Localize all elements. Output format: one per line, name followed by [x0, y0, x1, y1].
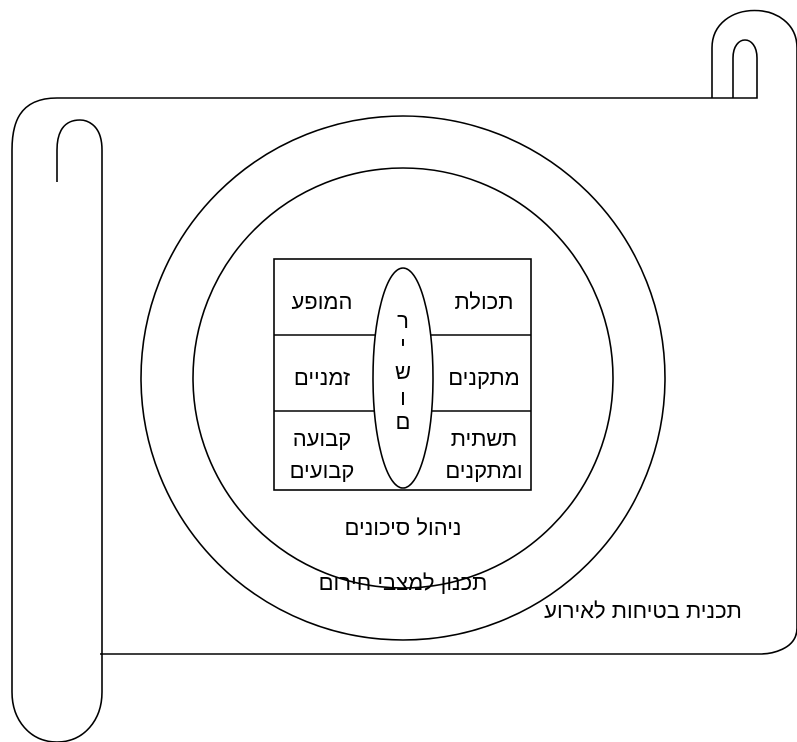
grid-cell-left-3-line-2: קבועים [290, 458, 355, 483]
inner-ring-label: ניהול סיכונים [345, 515, 462, 540]
grid-cell-right-1: תכולת [455, 289, 514, 314]
center-oval-letter: ם [396, 409, 411, 434]
grid-cell-left-1: המופע [292, 289, 353, 314]
scroll-top-right-curl-inner [712, 40, 757, 98]
scroll-top-right-curl [712, 11, 797, 629]
center-oval-letter: י [400, 332, 406, 357]
grid-cell-left-2: זמניים [294, 365, 350, 390]
grid-cell-right-2: מתקנים [448, 365, 520, 390]
grid-cell-right-3-line-1: תשתית [451, 426, 518, 451]
grid-right-column: תכולת מתקנים תשתית ומתקנים [445, 289, 522, 483]
outer-ring-label: תכנון למצבי חירום [319, 570, 488, 595]
center-oval-letter: ו [400, 385, 406, 410]
scroll-left-roll-inner [57, 120, 102, 182]
scroll-left-roll [12, 98, 102, 742]
grid-cell-right-3-line-2: ומתקנים [445, 458, 522, 483]
scroll-label: תכנית בטיחות לאירוע [544, 598, 742, 623]
center-oval-letter: ר [397, 308, 409, 333]
center-oval-letter: ש [395, 359, 411, 384]
grid-cell-left-3-line-1: קבועה [293, 426, 352, 451]
scroll-bottom-right-curve [100, 628, 797, 654]
center-oval-letters: ר י ש ו ם [395, 308, 411, 434]
grid-left-column: המופע זמניים קבועה קבועים [290, 289, 355, 483]
